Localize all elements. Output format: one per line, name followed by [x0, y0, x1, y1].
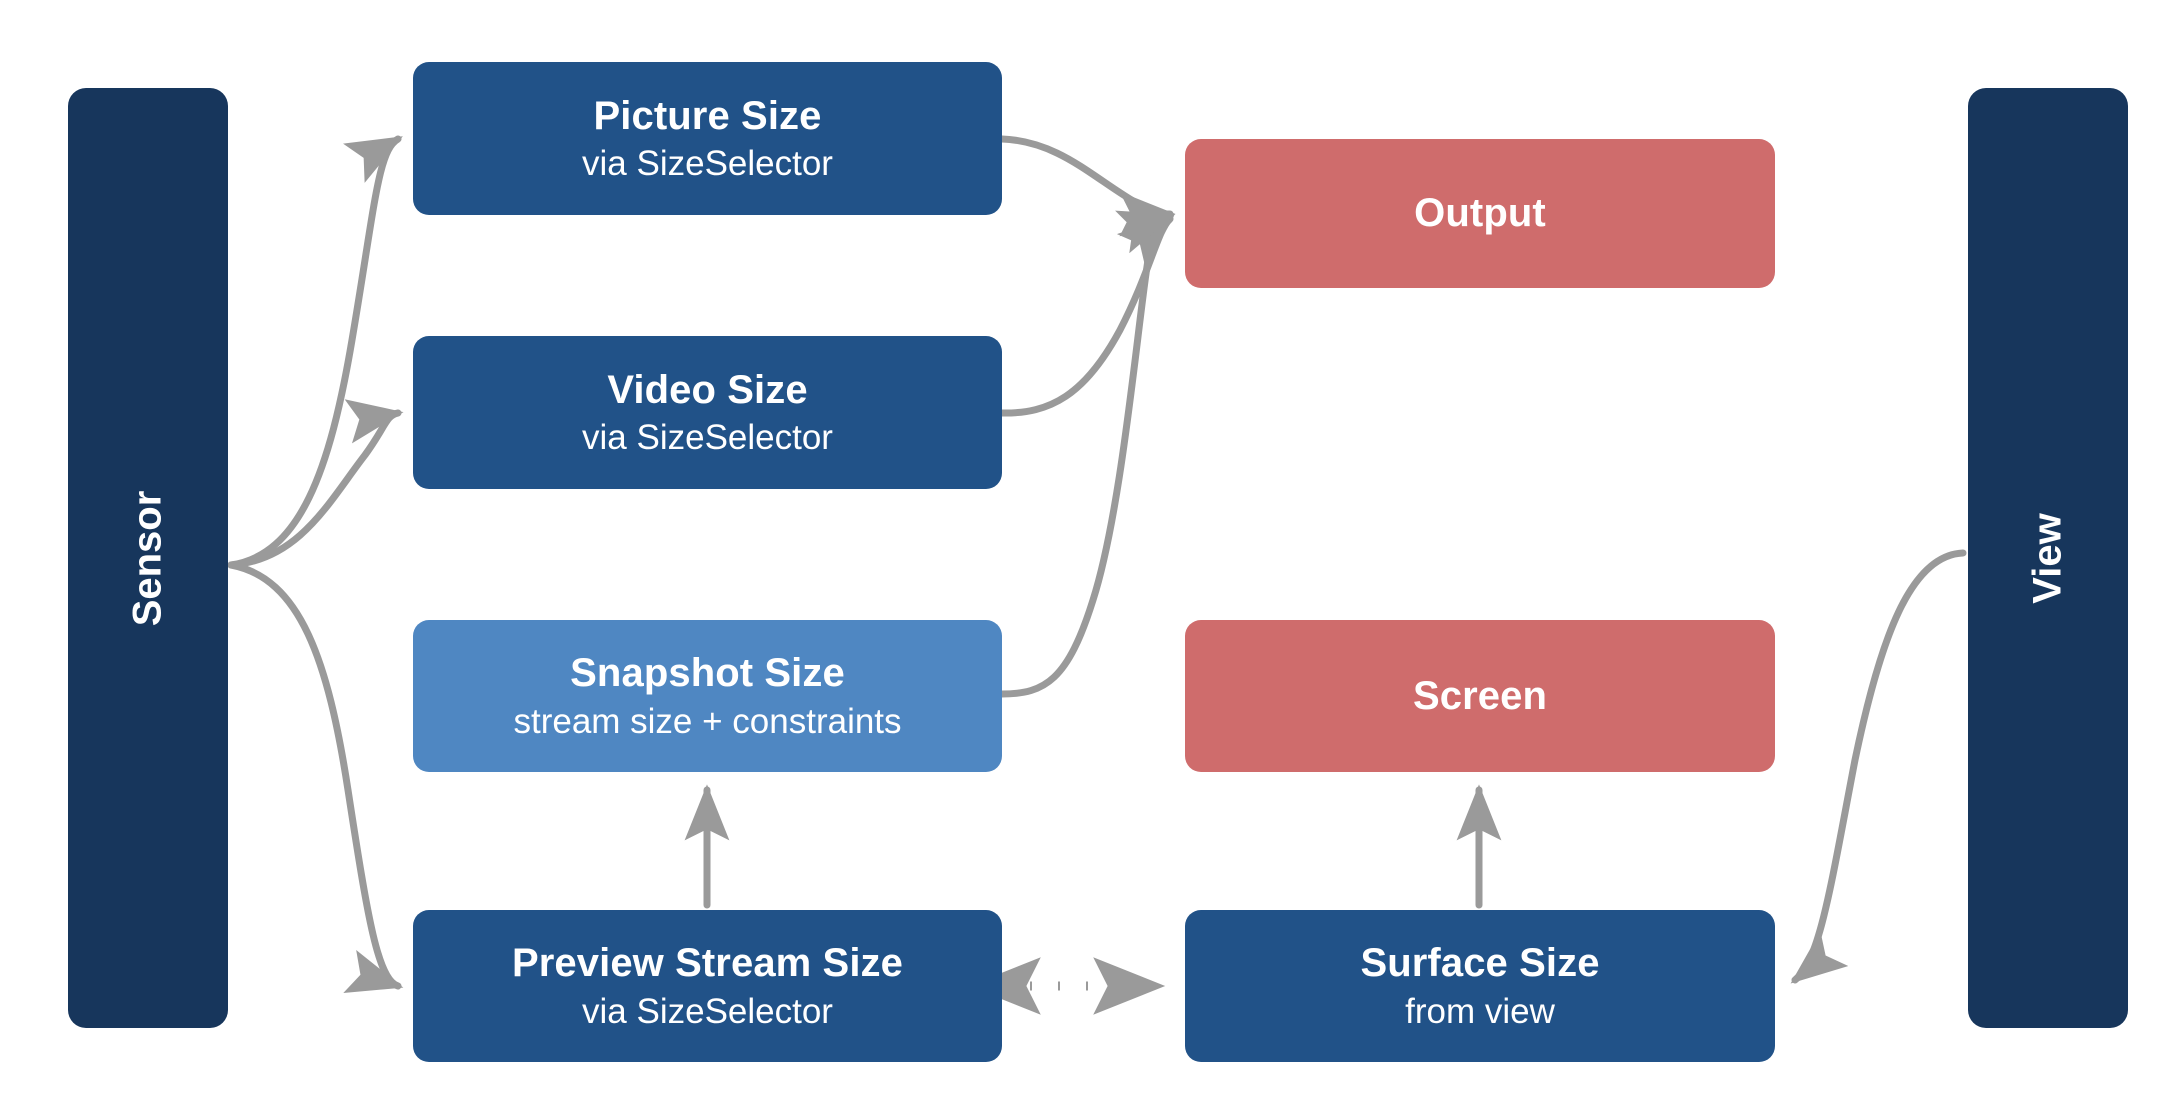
node-video-size[interactable]: Video Size via SizeSelector [413, 336, 1002, 489]
node-screen[interactable]: Screen [1185, 620, 1775, 772]
node-surface-size-subtitle: from view [1405, 991, 1555, 1031]
node-surface-size-title: Surface Size [1360, 941, 1600, 985]
lane-sensor-label: Sensor [125, 490, 170, 626]
edge-sensor-to-picture-size [227, 135, 403, 569]
edge-snapshot-size-to-output [998, 210, 1176, 698]
node-snapshot-size[interactable]: Snapshot Size stream size + constraints [413, 620, 1002, 772]
node-picture-size-subtitle: via SizeSelector [582, 144, 833, 184]
lane-view[interactable]: View [1968, 88, 2128, 1028]
node-output[interactable]: Output [1185, 139, 1775, 288]
node-output-title: Output [1414, 191, 1546, 236]
node-surface-size[interactable]: Surface Size from view [1185, 910, 1775, 1062]
edge-picture-size-to-output [998, 135, 1176, 237]
edge-sensor-to-video-size [227, 399, 404, 569]
node-preview-stream-size-title: Preview Stream Size [511, 941, 903, 985]
edge-sensor-to-preview-size [227, 561, 404, 993]
node-video-size-subtitle: via SizeSelector [582, 418, 833, 458]
edge-view-to-surface-size [1790, 549, 1967, 984]
node-preview-stream-size-subtitle: via SizeSelector [582, 991, 833, 1031]
lane-sensor[interactable]: Sensor [68, 88, 228, 1028]
node-preview-stream-size[interactable]: Preview Stream Size via SizeSelector [413, 910, 1002, 1062]
node-picture-size[interactable]: Picture Size via SizeSelector [413, 62, 1002, 215]
node-video-size-title: Video Size [607, 367, 808, 412]
node-snapshot-size-title: Snapshot Size [570, 651, 845, 695]
node-snapshot-size-subtitle: stream size + constraints [513, 701, 902, 741]
edge-video-size-to-output [998, 215, 1175, 417]
node-picture-size-title: Picture Size [593, 93, 822, 138]
lane-view-label: View [2025, 512, 2070, 604]
node-screen-title: Screen [1412, 673, 1548, 718]
